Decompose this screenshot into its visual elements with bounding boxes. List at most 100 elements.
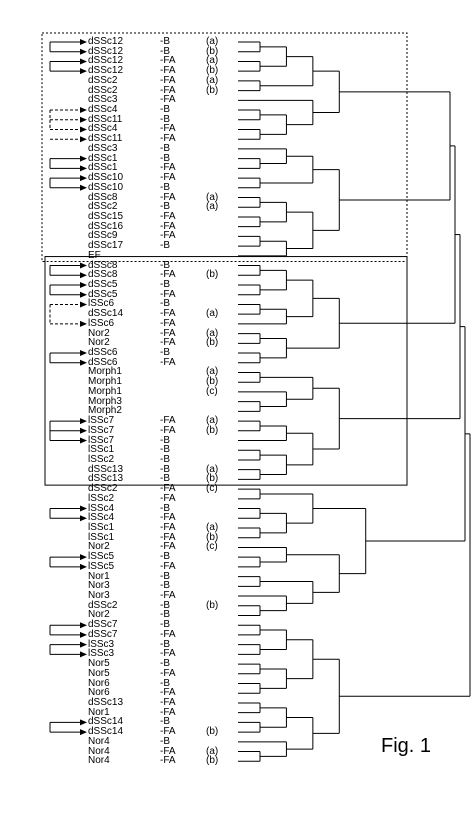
leaf-condition: -FA (160, 269, 176, 281)
leaf-condition: -FA (160, 65, 176, 77)
arrowhead-icon (80, 729, 87, 736)
leaf-condition: -FA (160, 696, 176, 708)
leaf-condition: -B (160, 677, 170, 689)
leaf-condition: -FA (160, 133, 176, 145)
leaf-condition: -FA (160, 648, 176, 660)
leaf-name: Nor4 (88, 755, 110, 767)
arrowhead-icon (80, 301, 87, 308)
leaf-name: dSSc14 (88, 726, 124, 738)
leaf-name: lSSc1 (88, 444, 115, 456)
leaf-name: Nor2 (88, 609, 110, 621)
leaf-name: lSSc5 (88, 551, 115, 563)
leaf-tag: (b) (206, 599, 219, 611)
leaf-name: Morph3 (88, 395, 122, 407)
leaf-tag: (b) (206, 473, 219, 485)
leaf-name: dSSc1 (88, 162, 118, 174)
leaf-name: dSSc13 (88, 696, 124, 708)
arrowhead-icon (80, 719, 87, 726)
leaf-tag: (b) (206, 337, 219, 349)
leaf-condition: -B (160, 570, 170, 582)
leaf-name: Nor5 (88, 667, 110, 679)
leaf-condition: -FA (160, 191, 176, 203)
leaf-name: Nor3 (88, 580, 110, 592)
leaf-name: Nor4 (88, 745, 110, 757)
leaf-condition: -FA (160, 755, 176, 767)
leaf-name: dSSc4 (88, 123, 118, 135)
leaf-name: dSSc12 (88, 55, 124, 67)
leaf-tag: (a) (206, 415, 219, 427)
leaf-tag: (a) (206, 74, 219, 86)
arrowhead-icon (80, 136, 87, 143)
arrowhead-icon (80, 563, 87, 570)
leaf-condition: -B (160, 298, 170, 310)
leaf-condition: -FA (160, 327, 176, 339)
leaf-condition: -B (160, 463, 170, 475)
leaf-name: dSSc12 (88, 36, 124, 47)
arrowhead-icon (80, 320, 87, 327)
arrowhead-icon (80, 554, 87, 561)
leaf-tag: (b) (206, 269, 219, 281)
leaf-condition: -FA (160, 210, 176, 222)
arrowhead-icon (80, 68, 87, 75)
leaf-condition: -FA (160, 317, 176, 329)
leaf-name: dSSc8 (88, 269, 118, 281)
leaf-tag: (a) (206, 463, 219, 475)
leaf-name: dSSc16 (88, 220, 124, 232)
leaf-condition: -FA (160, 94, 176, 106)
leaf-name: dSSc7 (88, 619, 118, 631)
leaf-condition: -B (160, 619, 170, 631)
leaf-condition: -FA (160, 687, 176, 699)
leaf-name: lSSc7 (88, 415, 115, 427)
leaf-name: lSSc4 (88, 502, 115, 514)
leaf-name: dSSc12 (88, 45, 124, 57)
leaf-condition: -FA (160, 560, 176, 572)
leaf-condition: -B (160, 551, 170, 563)
leaf-condition: -FA (160, 424, 176, 436)
leaf-name: lSSc7 (88, 424, 115, 436)
leaf-name: dSSc2 (88, 74, 118, 86)
leaf-name: dSSc13 (88, 473, 124, 485)
arrowhead-icon (80, 427, 87, 434)
leaf-name: dSSc5 (88, 279, 118, 290)
leaf-condition: -B (160, 502, 170, 514)
arrowhead-icon (80, 291, 87, 298)
leaf-condition: -FA (160, 522, 176, 533)
group-box-solid (44, 256, 408, 486)
leaf-tag: (a) (206, 522, 219, 533)
arrowhead-icon (80, 175, 87, 182)
leaf-tag: (a) (206, 191, 219, 203)
leaf-condition: -FA (160, 492, 176, 504)
arrowhead-icon (80, 184, 87, 191)
leaf-name: dSSc7 (88, 628, 118, 640)
leaf-condition: -FA (160, 590, 176, 602)
arrowhead-icon (80, 165, 87, 172)
leaf-name: dSSc17 (88, 240, 124, 252)
arrowhead-icon (80, 622, 87, 629)
leaf-tag: (a) (206, 327, 219, 339)
leaf-name: lSSc4 (88, 512, 115, 524)
leaf-name: Nor3 (88, 590, 110, 602)
leaf-condition: -FA (160, 162, 176, 174)
leaf-condition: -FA (160, 531, 176, 543)
leaf-name: lSSc3 (88, 638, 115, 650)
leaf-name: dSSc6 (88, 356, 118, 368)
leaf-name: dSSc3 (88, 94, 118, 106)
leaf-tag: (a) (206, 201, 219, 213)
leaf-condition: -B (160, 279, 170, 290)
leaf-name: dSSc2 (88, 599, 118, 611)
leaf-tag: (b) (206, 424, 219, 436)
arrowhead-icon (80, 116, 87, 123)
leaf-condition: -FA (160, 356, 176, 368)
leaf-name: dSSc8 (88, 259, 118, 271)
leaf-condition: -B (160, 152, 170, 164)
leaf-name: lSSc2 (88, 453, 115, 465)
leaf-name: dSSc10 (88, 172, 124, 184)
leaf-name: dSSc14 (88, 308, 124, 320)
leaf-condition: -B (160, 580, 170, 592)
leaf-condition: -FA (160, 84, 176, 96)
leaf-tag: (c) (206, 541, 218, 553)
leaf-condition: -B (160, 609, 170, 621)
leaf-name: dSSc2 (88, 201, 118, 213)
arrowhead-icon (80, 39, 87, 45)
